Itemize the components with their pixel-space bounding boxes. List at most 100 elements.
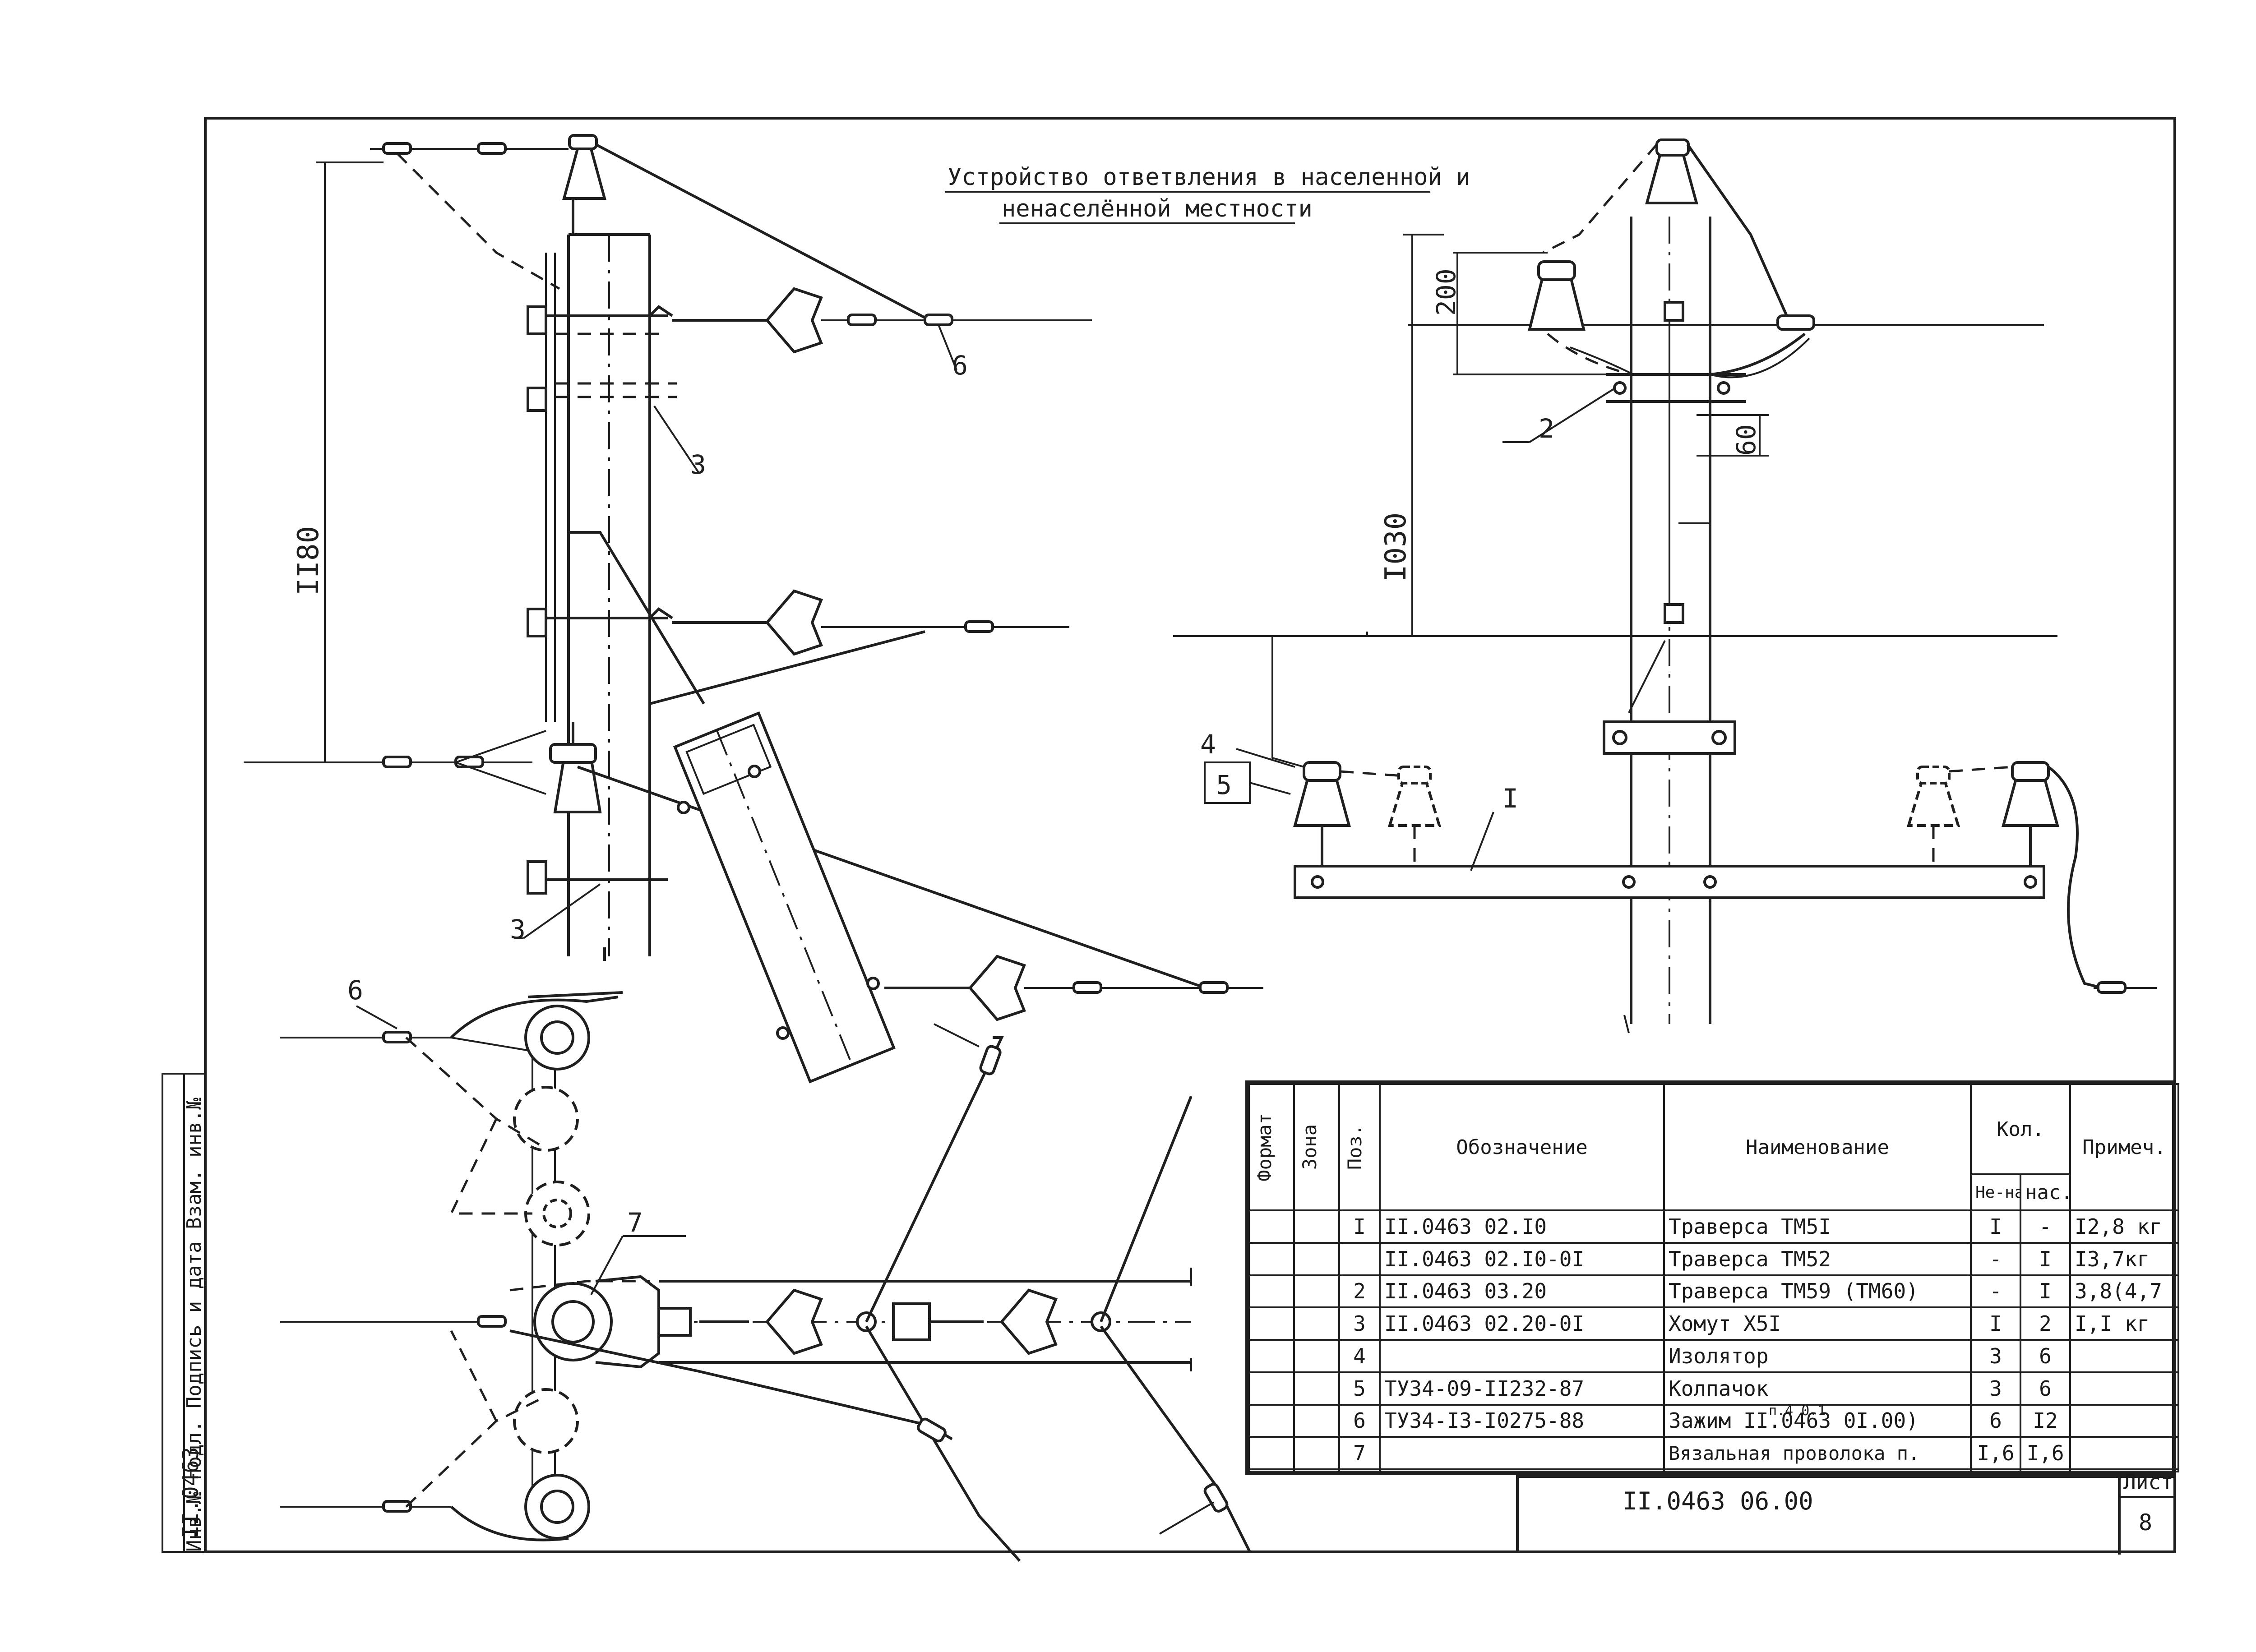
- plan-view: 6 7: [280, 975, 1251, 1562]
- bom-designation: II.0463 02.20-0I: [1379, 1306, 1665, 1341]
- left-side-view: II80 6 3: [244, 134, 1263, 1084]
- col-format: Формат: [1248, 1083, 1295, 1211]
- dimension-1180: II80: [292, 526, 325, 595]
- bom-q2: 6: [2020, 1371, 2071, 1406]
- col-pos: Поз.: [1338, 1083, 1381, 1211]
- dimension-60: 60: [1731, 424, 1761, 456]
- callout-6-top: 6: [952, 350, 968, 381]
- col-qty-nonpop: Не-нас.: [1970, 1173, 2021, 1211]
- side-insulator-icon: [553, 757, 602, 813]
- col-note: Примеч.: [2069, 1083, 2179, 1211]
- bom-pos: 6: [1338, 1403, 1381, 1438]
- bom-table: Формат Зона Поз. Обозначение Наименовани…: [1248, 1083, 2179, 1472]
- callout-4: 4: [1200, 729, 1216, 760]
- plan-insulator-2-icon: [1000, 1288, 1058, 1355]
- bom-q2: -: [2020, 1209, 2071, 1244]
- col-designation: Обозначение: [1379, 1083, 1665, 1211]
- bom-name: Траверса ТМ52: [1663, 1241, 1972, 1276]
- callout-3-lower: 3: [510, 914, 526, 945]
- bom-pos: 2: [1338, 1274, 1381, 1309]
- bom-row: 7 Вязальная проволока п. I,6 I,6: [1248, 1436, 2179, 1470]
- bom-designation: II.0463 02.I0-0I: [1379, 1241, 1665, 1276]
- bom-designation: ТУ34-09-II232-87: [1379, 1371, 1665, 1406]
- bom-note: [2069, 1339, 2179, 1373]
- bom-designation: ТУ34-I3-I0275-88: [1379, 1403, 1665, 1438]
- bom-pos: 4: [1338, 1339, 1381, 1373]
- callout-2: 2: [1539, 413, 1554, 444]
- bom-q1: 3: [1970, 1371, 2021, 1406]
- bom-note: [2069, 1371, 2179, 1406]
- col-qty: Кол.: [1970, 1083, 2071, 1175]
- bom-name: Вязальная проволока п.: [1663, 1436, 1972, 1470]
- bom-q1: I: [1970, 1306, 2021, 1341]
- front-insulator-left-outer: [1293, 761, 1351, 866]
- bom-row: 3 II.0463 02.20-0I Хомут Х5I I 2 I,I кг: [1248, 1306, 2179, 1341]
- sheet-number: 8: [2139, 1509, 2153, 1536]
- dimension-200: 200: [1431, 268, 1461, 316]
- upper-insulator-icon: [765, 287, 823, 354]
- bom-row: I II.0463 02.I0 Траверса ТМ5I I - I2,8 к…: [1248, 1209, 2179, 1244]
- bom-q2: I: [2020, 1241, 2071, 1276]
- bom-designation: II.0463 03.20: [1379, 1274, 1665, 1309]
- bom-q2: I2: [2020, 1403, 2071, 1438]
- bom-row: [1248, 1468, 2179, 1472]
- drawing-title-line1: Устройство ответвления в населенной и: [948, 164, 1470, 191]
- bom-designation: [1379, 1436, 1665, 1470]
- col-qty-pop: нас.: [2020, 1173, 2071, 1211]
- bom-designation: II.0463 02.I0: [1379, 1209, 1665, 1244]
- callout-7: 7: [627, 1207, 643, 1238]
- callout-5: 5: [1216, 770, 1232, 800]
- front-insulator-left-inner: [1387, 766, 1442, 866]
- sheet-frame: [204, 117, 2176, 1553]
- bom-q2: 2: [2020, 1306, 2071, 1341]
- bom-name: Зажим II.0463 0I.00) п.4 0.1: [1663, 1403, 1972, 1438]
- bom-row: 4 Изолятор 3 6: [1248, 1339, 2179, 1373]
- bill-of-materials: Формат Зона Поз. Обозначение Наименовани…: [1245, 1080, 2179, 1475]
- bom-row: II.0463 02.I0-0I Траверса ТМ52 - I I3,7к…: [1248, 1241, 2179, 1276]
- callout-6-plan: 6: [347, 975, 363, 1006]
- bom-q1: I: [1970, 1209, 2021, 1244]
- bom-zazhim-note: п.4 0.1: [1769, 1404, 1826, 1419]
- sheet-box: Лист 8: [2118, 1470, 2175, 1555]
- middle-insulator-icon: [765, 589, 823, 656]
- bom-q2: I,6: [2020, 1436, 2071, 1470]
- bom-q1: -: [1970, 1241, 2021, 1276]
- col-name: Наименование: [1663, 1083, 1972, 1211]
- front-top-insulator-icon: [1645, 152, 1698, 204]
- bom-header-row: Формат Зона Поз. Обозначение Наименовани…: [1248, 1083, 2179, 1211]
- bom-q1: I,6: [1970, 1436, 2021, 1470]
- sidebar-label: Инв.№ подл. Подпись и дата Взам. инв.№: [183, 1098, 206, 1552]
- bom-row: 6 ТУ34-I3-I0275-88 Зажим II.0463 0I.00) …: [1248, 1403, 2179, 1438]
- bom-row: 2 II.0463 03.20 Траверса ТМ59 (ТМ60) - I…: [1248, 1274, 2179, 1309]
- bom-note: I,I кг: [2069, 1306, 2179, 1341]
- dimension-1030: I030: [1379, 512, 1413, 582]
- bom-name: Колпачок: [1663, 1371, 1972, 1406]
- bom-q1: -: [1970, 1274, 2021, 1309]
- bom-row: 5 ТУ34-09-II232-87 Колпачок 3 6: [1248, 1371, 2179, 1406]
- bom-name: Траверса ТМ5I: [1663, 1209, 1972, 1244]
- bom-q1: 3: [1970, 1339, 2021, 1373]
- tilted-traverse: [673, 711, 896, 1084]
- bom-q2: 6: [2020, 1339, 2071, 1373]
- drawing-title-line2: ненаселённой местности: [1002, 195, 1313, 222]
- bom-note: [2069, 1436, 2179, 1470]
- right-front-view: 2 200 60 I030 I: [1173, 138, 2157, 1034]
- plan-insulator-1-icon: [765, 1288, 823, 1355]
- bom-designation: [1379, 1339, 1665, 1373]
- bom-pos: 7: [1338, 1436, 1381, 1470]
- traverse-tm51: [1294, 865, 2045, 899]
- bom-note: 3,8(4,7: [2069, 1274, 2179, 1309]
- front-insulator-right-inner: [1906, 766, 1960, 866]
- col-zone: Зона: [1293, 1083, 1340, 1211]
- bom-note: [2069, 1403, 2179, 1438]
- document-code: II.0463 06.00: [1623, 1487, 1813, 1515]
- bom-pos: [1338, 1241, 1381, 1276]
- bom-q1: 6: [1970, 1403, 2021, 1438]
- bom-name: Хомут Х5I: [1663, 1306, 1972, 1341]
- bom-name: Изолятор: [1663, 1339, 1972, 1373]
- title-block: II.0463 06.00 Лист 8: [1516, 1470, 2175, 1555]
- top-insulator-icon: [562, 148, 606, 200]
- bom-pos: 3: [1338, 1306, 1381, 1341]
- front-left-insulator-icon: [1528, 274, 1586, 331]
